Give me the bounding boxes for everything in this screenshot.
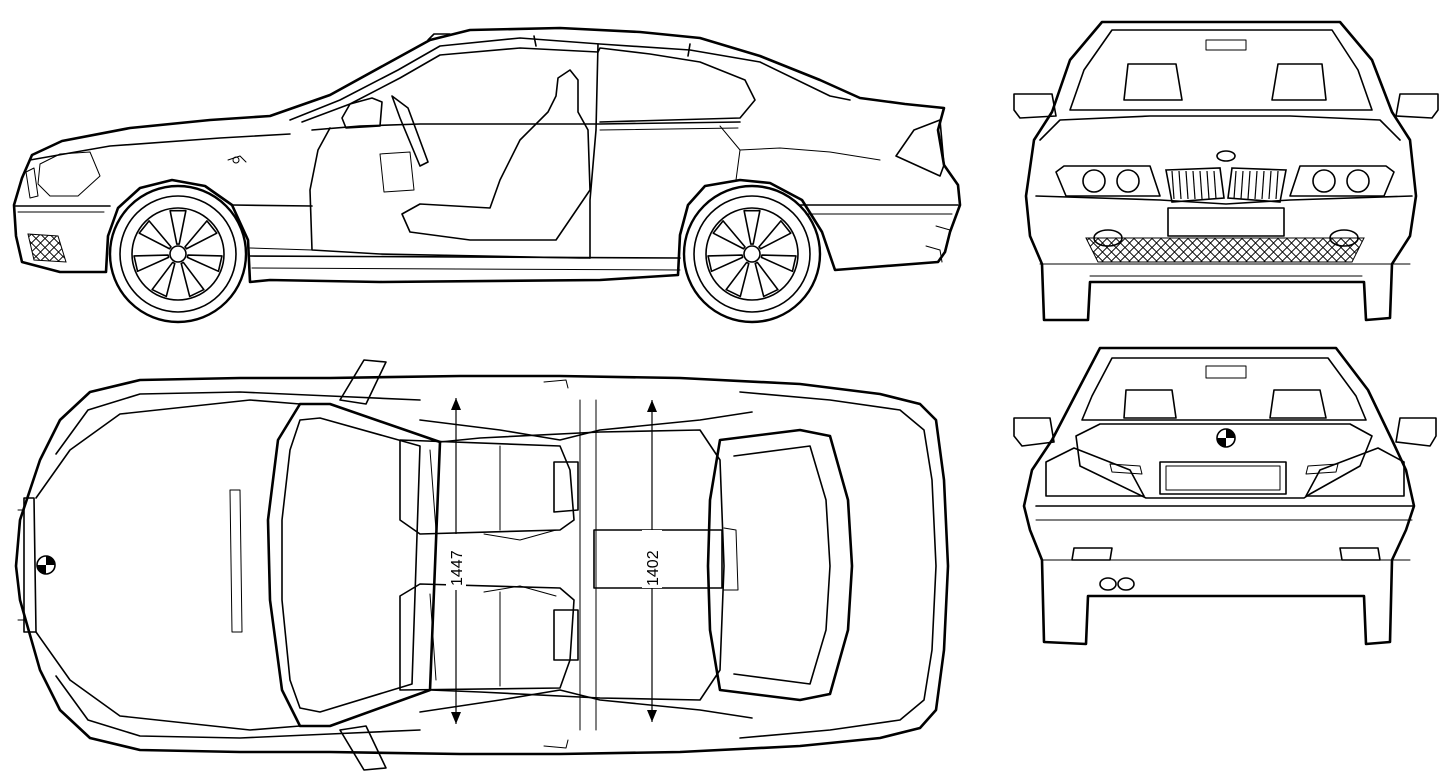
side-seat [401, 69, 591, 241]
top-side-window-left [419, 411, 753, 441]
rear-window [1081, 357, 1367, 421]
rear-view [1013, 346, 1437, 646]
rear-exhaust [1099, 577, 1117, 591]
rear-body-outline [1022, 346, 1416, 646]
side-front-vent [27, 233, 67, 263]
rear-license-plate [1159, 461, 1287, 495]
front-license-plate [1167, 207, 1285, 237]
width-dimension-label: 1447 [449, 550, 466, 586]
wheel-spoke [169, 209, 187, 245]
side-steering-wheel [391, 95, 429, 167]
front-headlight-left [1055, 165, 1161, 197]
top-roof [429, 429, 725, 701]
side-badge [232, 156, 240, 164]
side-tail-light [895, 119, 945, 177]
rear-tail-light-right [1305, 447, 1405, 497]
front-body-outline [1024, 20, 1418, 322]
side-view [12, 26, 962, 324]
top-mirror-left [339, 359, 387, 405]
front-headlight-right [1289, 165, 1395, 197]
top-windshield [266, 402, 442, 728]
top-mirror-right [339, 725, 387, 771]
dimension-width: 1447 [446, 398, 466, 724]
front-view [1013, 20, 1439, 322]
wheel-spoke [180, 261, 205, 298]
top-seat-right-front [399, 583, 575, 691]
side-belt-line [311, 121, 741, 131]
side-shoulder-line [29, 133, 291, 161]
wheel-spoke [133, 254, 170, 273]
wheel-spoke [743, 209, 761, 245]
side-window-inner [301, 47, 599, 123]
top-seat-left-front [399, 439, 575, 535]
top-body-outline [14, 374, 950, 756]
front-mirror-left [1013, 93, 1057, 119]
wheel-spoke [707, 254, 744, 273]
front-windshield [1069, 29, 1373, 111]
top-rear-window [706, 428, 854, 702]
wheel-spoke [138, 220, 172, 250]
rear-mirror-left [1013, 417, 1055, 447]
side-door-panel [379, 151, 415, 193]
front-mirror-right [1395, 93, 1439, 119]
wheel-spoke [725, 261, 750, 298]
top-hood-left [35, 399, 301, 499]
track-dimension-label: 1402 [645, 550, 662, 586]
side-rear-wheel [682, 184, 822, 324]
wheel-spoke [186, 254, 223, 273]
side-door-opening [309, 127, 591, 259]
side-front-wheel [108, 184, 248, 324]
wheel-spoke [758, 220, 792, 250]
wheel-spoke [184, 220, 218, 250]
top-center-console [593, 529, 723, 589]
front-air-intake [1085, 237, 1365, 263]
wheel-spoke [712, 220, 746, 250]
top-front-grille [23, 497, 37, 633]
wheel-spoke [760, 254, 797, 273]
rear-trunk-lid [1075, 423, 1373, 499]
rear-mirror-right [1395, 417, 1437, 447]
wheel-spoke [754, 261, 779, 298]
side-b-pillar [589, 43, 599, 259]
rear-tail-light-left [1045, 447, 1145, 497]
side-rear-window [597, 47, 756, 123]
dimension-track: 1402 [642, 400, 662, 722]
top-hood-right [35, 631, 301, 731]
side-headlight [37, 151, 101, 197]
top-side-window-right [419, 689, 753, 719]
side-mirror [341, 97, 383, 129]
wheel-spoke [151, 261, 176, 298]
top-view: 1447 1402 [14, 359, 950, 771]
top-hood-vent [229, 489, 243, 633]
side-window-frame [289, 37, 851, 121]
front-logo [1216, 150, 1236, 162]
